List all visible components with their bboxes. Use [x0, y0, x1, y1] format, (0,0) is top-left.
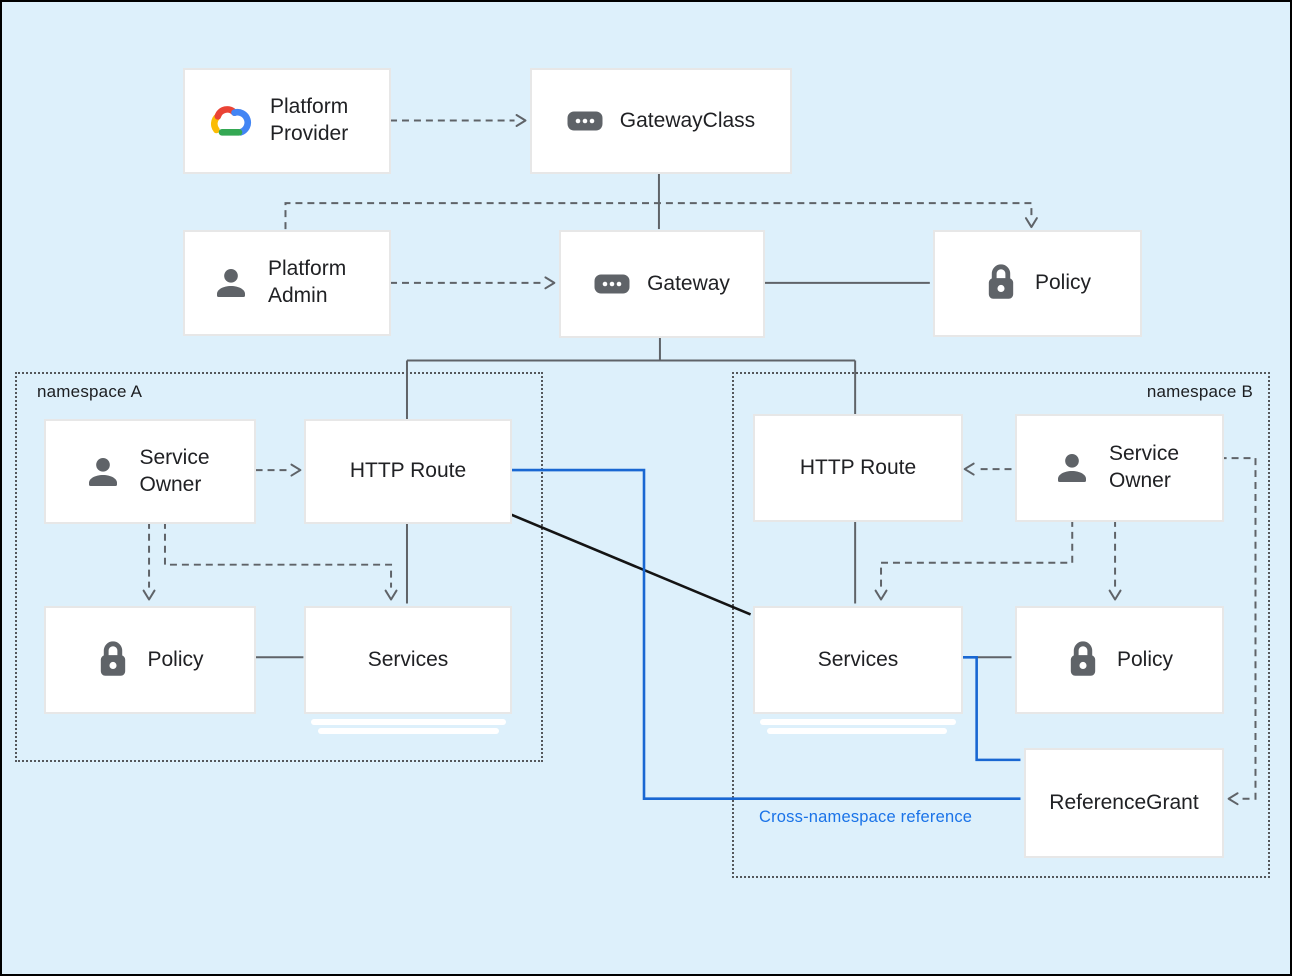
edge-service-owner-b-httproute-b	[963, 462, 1012, 476]
node-gatewayclass: GatewayClass	[530, 68, 792, 174]
edge-httproute-a-referencegrant	[510, 468, 1021, 801]
namespace-b-label: namespace B	[1146, 382, 1253, 401]
person-icon	[1058, 454, 1086, 482]
edge-service-owner-a-httproute-a	[255, 463, 302, 477]
node-httproute-a: HTTP Route	[304, 419, 512, 524]
node-label: Platform Provider	[270, 95, 349, 145]
node-label: Service Owner	[1109, 442, 1180, 492]
node-label: GatewayClass	[619, 108, 756, 132]
node-referencegrant: ReferenceGrant	[1024, 748, 1224, 858]
services-a-stack-line	[318, 728, 499, 734]
node-label: HTTP Route	[349, 459, 467, 483]
namespace-a-boundary	[15, 372, 543, 762]
node-label: Policy	[1116, 647, 1174, 671]
edge-service-owner-b-referencegrant	[1219, 457, 1257, 806]
services-a-stack-line	[311, 719, 506, 725]
node-service-owner-b: Service Owner	[1015, 414, 1224, 522]
google-cloud-icon	[211, 105, 252, 136]
edge-httproute-a-services-b	[509, 512, 752, 616]
namespace-b-boundary	[732, 372, 1270, 878]
node-label: Platform Admin	[268, 257, 347, 307]
node-services-b: Services	[753, 606, 963, 714]
namespace-a-label: namespace A	[37, 382, 143, 401]
edge-services-b-referencegrant	[959, 656, 1021, 762]
node-httproute-b: HTTP Route	[753, 414, 963, 522]
node-label: Services	[817, 647, 899, 671]
lock-icon	[1070, 640, 1096, 676]
node-label: ReferenceGrant	[1049, 790, 1199, 814]
resource-chip-icon	[567, 111, 603, 131]
node-policy-a: Policy	[44, 606, 256, 714]
node-policy-cluster: Policy	[933, 230, 1142, 337]
lock-icon	[988, 264, 1014, 299]
edge-platform-admin-policy	[284, 202, 1038, 230]
edge-platform-admin-gateway	[390, 276, 556, 290]
node-service-owner-a: Service Owner	[44, 419, 256, 524]
node-label: Gateway	[647, 271, 730, 295]
edge-service-owner-a-services-a	[163, 521, 398, 601]
edge-gateway-httproutes-services	[405, 336, 857, 604]
edge-service-owner-a-policy-a	[142, 521, 156, 601]
lock-icon	[101, 640, 126, 676]
services-b-stack-line	[760, 719, 956, 725]
node-label: Policy	[147, 647, 204, 671]
person-icon	[217, 269, 245, 297]
edge-platform-provider-gatewayclass	[390, 114, 527, 127]
node-label: Services	[367, 647, 449, 671]
resource-chip-icon	[594, 274, 630, 294]
node-services-a: Services	[304, 606, 512, 714]
node-platform-provider: Platform Provider	[183, 68, 391, 174]
node-platform-admin: Platform Admin	[183, 230, 391, 336]
node-policy-b: Policy	[1015, 606, 1224, 714]
person-icon	[88, 457, 117, 486]
edge-service-owner-b-policy-b	[1108, 519, 1122, 601]
cross-namespace-reference-label: Cross-namespace reference	[759, 808, 973, 826]
services-b-stack-line	[767, 728, 947, 734]
node-label: Service Owner	[139, 445, 210, 496]
edge-service-owner-b-services-b	[874, 519, 1074, 601]
node-label: Policy	[1034, 271, 1092, 295]
node-gateway: Gateway	[559, 230, 765, 338]
node-label: HTTP Route	[799, 455, 917, 479]
